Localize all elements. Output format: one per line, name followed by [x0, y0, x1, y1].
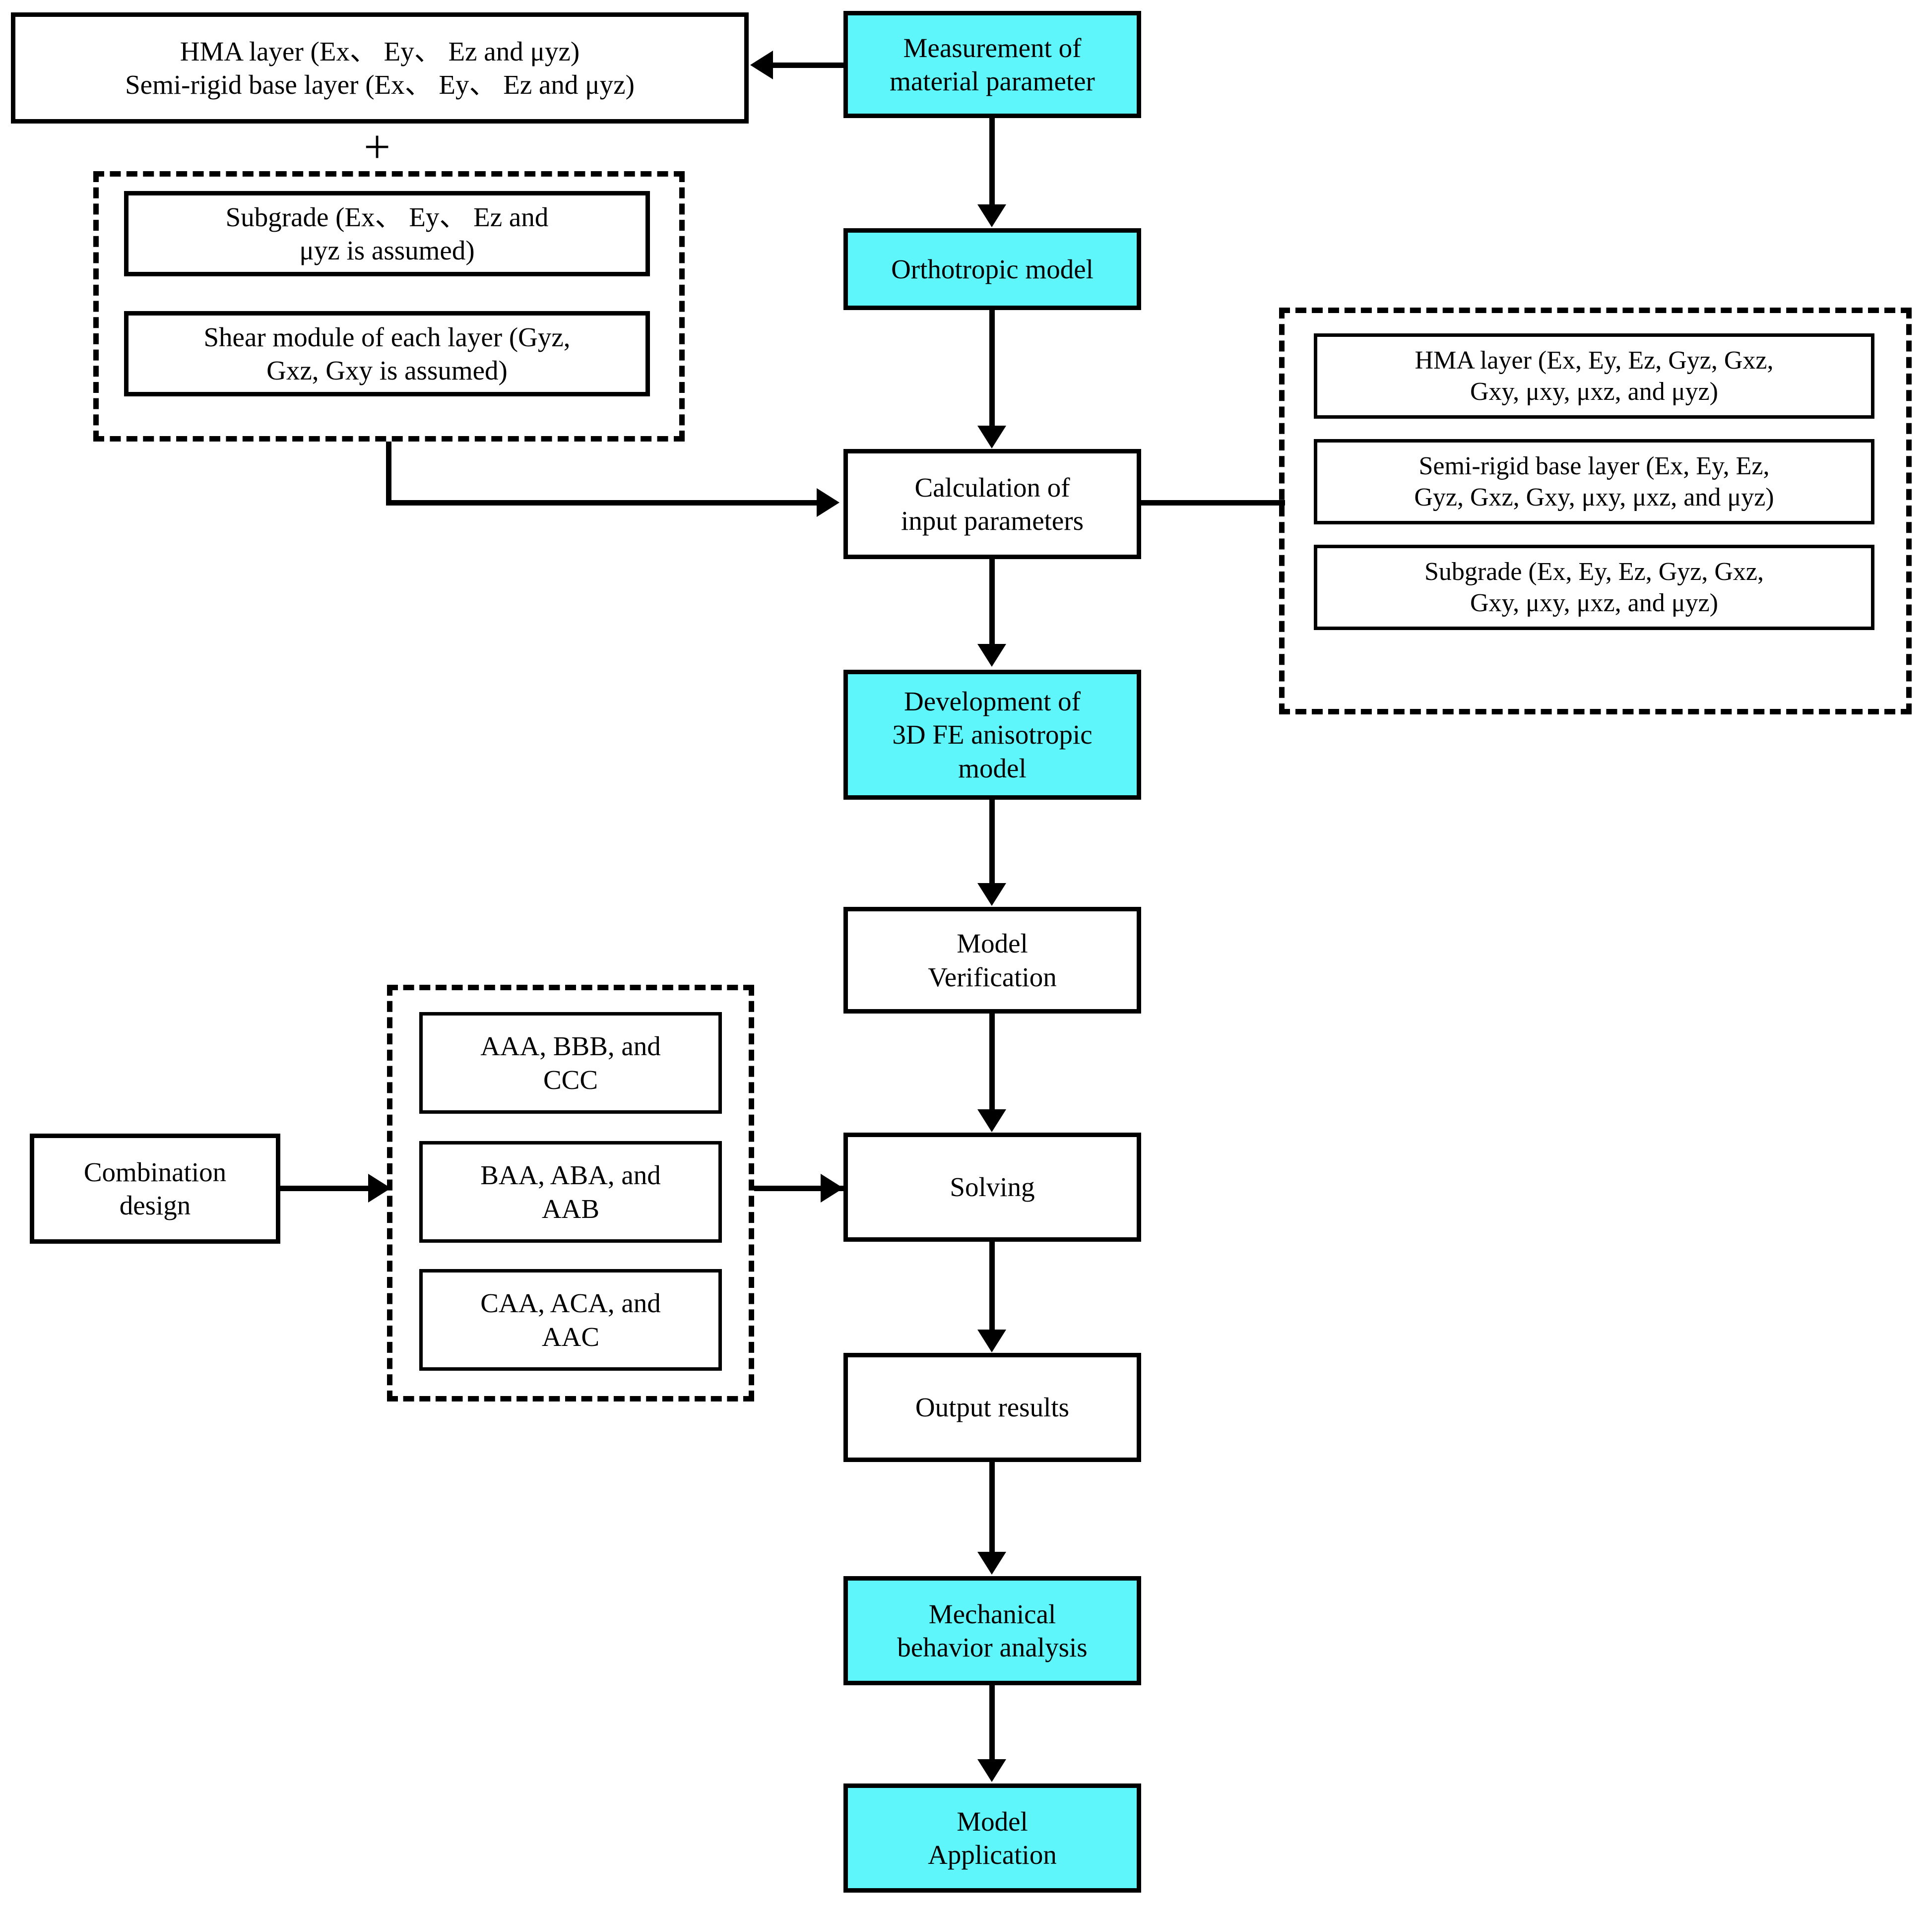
- arrowhead-to-verification: [977, 883, 1006, 906]
- arrowhead-to-measured-params: [750, 51, 773, 79]
- connector-orthotropic-to-calculation: [989, 310, 995, 429]
- node-model-verification: Model Verification: [843, 907, 1141, 1014]
- arrowhead-to-mechanical: [977, 1552, 1006, 1575]
- group-assumed-parameters: [93, 171, 685, 442]
- node-orthotropic-model: Orthotropic model: [843, 228, 1141, 310]
- node-combination-design: Combination design: [30, 1134, 280, 1244]
- node-measured-material-params: HMA layer (Ex、 Ey、 Ez and μyz) Semi-rigi…: [11, 12, 749, 124]
- connector-output-to-mechanical: [989, 1462, 995, 1552]
- arrowhead-to-output: [977, 1330, 1006, 1352]
- node-mechanical-behavior-analysis: Mechanical behavior analysis: [843, 1576, 1141, 1685]
- arrowhead-to-solving-from-cases: [821, 1174, 843, 1203]
- connector-cases-to-solving: [754, 1186, 846, 1191]
- plus-sign: +: [364, 120, 391, 173]
- connector-verification-to-solving: [989, 1014, 995, 1111]
- connector-development-to-verification: [989, 800, 995, 885]
- connector-mechanical-to-application: [989, 1685, 995, 1760]
- node-model-application: Model Application: [843, 1783, 1141, 1893]
- arrowhead-to-orthotropic: [977, 204, 1006, 227]
- node-combo-case-2: BAA, ABA, and AAB: [419, 1141, 722, 1243]
- connector-calculation-to-development: [989, 559, 995, 646]
- connector-assumed-horizontal: [386, 500, 818, 506]
- arrowhead-to-calculation: [977, 426, 1006, 448]
- arrowhead-to-development: [977, 644, 1006, 667]
- node-input-subgrade: Subgrade (Ex, Ey, Ez, Gyz, Gxz, Gxy, μxy…: [1314, 545, 1874, 630]
- connector-measurement-to-orthotropic: [989, 118, 995, 206]
- connector-combination-to-cases: [280, 1186, 372, 1191]
- node-assumed-subgrade: Subgrade (Ex、 Ey、 Ez and μyz is assumed): [124, 191, 650, 276]
- connector-solving-to-output: [989, 1242, 995, 1331]
- node-input-semirigid-base-layer: Semi-rigid base layer (Ex, Ey, Ez, Gyz, …: [1314, 439, 1874, 524]
- arrowhead-to-combination-cases: [368, 1174, 391, 1203]
- arrowhead-to-calculation-from-left: [817, 488, 839, 517]
- node-measurement-of-material-parameter: Measurement of material parameter: [843, 11, 1141, 118]
- node-calculation-of-input-parameters: Calculation of input parameters: [843, 449, 1141, 559]
- group-input-parameters: [1279, 308, 1912, 714]
- connector-measurement-to-params: [773, 63, 845, 68]
- node-input-hma-layer: HMA layer (Ex, Ey, Ez, Gyz, Gxz, Gxy, μx…: [1314, 333, 1874, 419]
- connector-assumed-vertical: [386, 442, 391, 504]
- node-assumed-shear-module: Shear module of each layer (Gyz, Gxz, Gx…: [124, 311, 650, 396]
- arrowhead-to-application: [977, 1759, 1006, 1782]
- arrowhead-to-solving: [977, 1109, 1006, 1132]
- node-output-results: Output results: [843, 1353, 1141, 1462]
- node-combo-case-1: AAA, BBB, and CCC: [419, 1012, 722, 1114]
- node-development-3d-fe-anisotropic-model: Development of 3D FE anisotropic model: [843, 670, 1141, 800]
- connector-calculation-to-inputs-horizontal: [1141, 500, 1285, 506]
- node-combo-case-3: CAA, ACA, and AAC: [419, 1269, 722, 1371]
- node-solving: Solving: [843, 1133, 1141, 1242]
